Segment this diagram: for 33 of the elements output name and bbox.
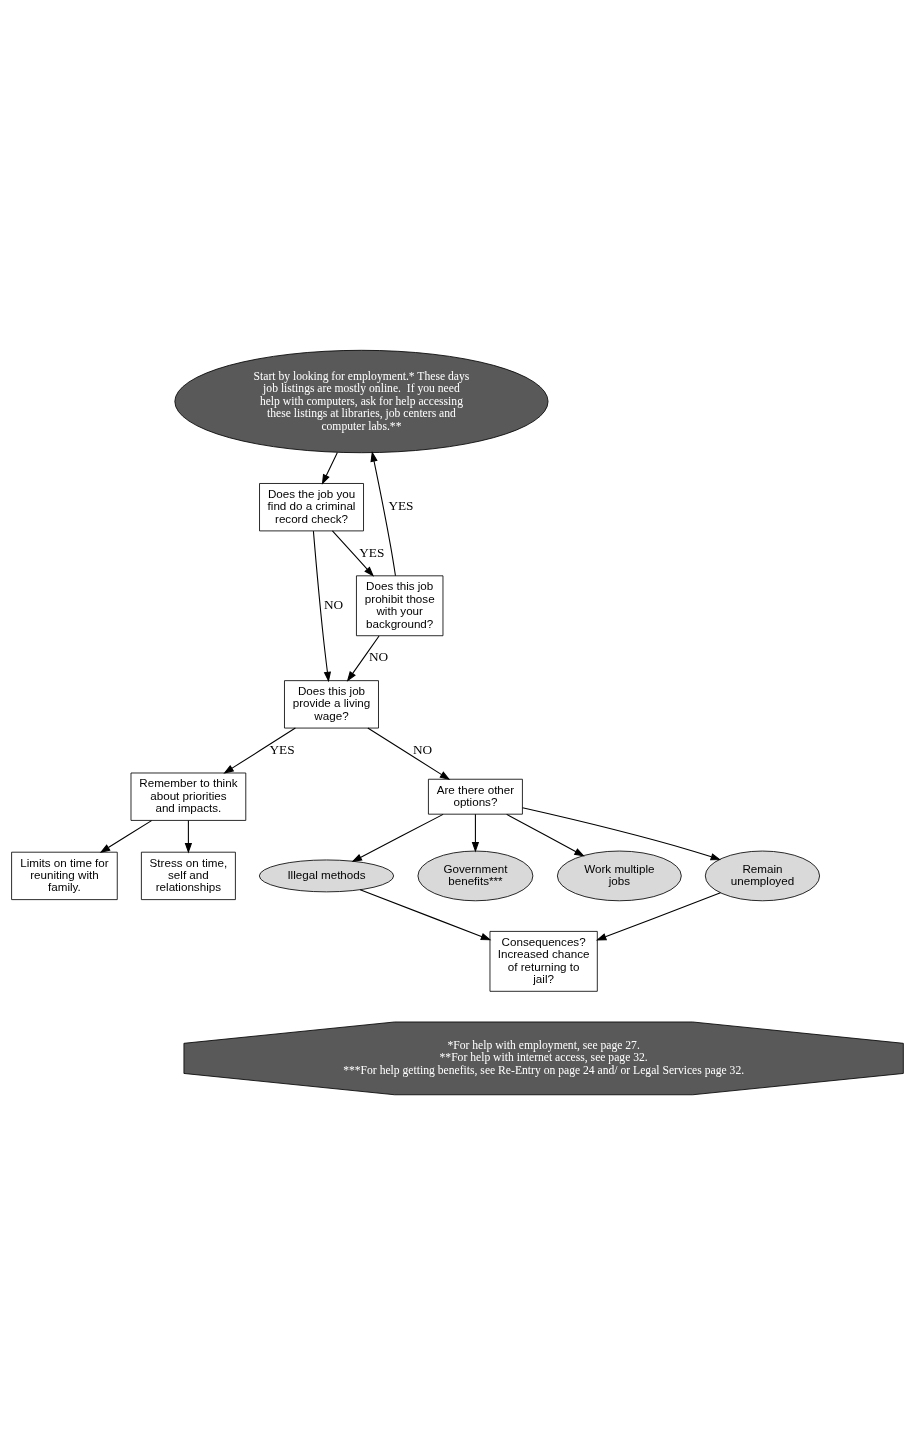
node-box: Consequences? Increased chance of returning to jail?	[489, 930, 598, 992]
arrow	[522, 806, 722, 860]
node-ellipse: Start by looking for employment.* These days job listings are mostly online. If you need help with computers, ask for help accessing these listings at libraries, job centers and computer labs.**	[174, 349, 549, 453]
node-ellipse: Work multiple jobs	[556, 850, 682, 901]
arrow	[471, 813, 480, 853]
edge-label: YES	[269, 741, 295, 757]
edge-label: NO	[412, 741, 433, 757]
node-box: Does this job provide a living wage?	[284, 679, 379, 728]
arrow	[321, 451, 338, 485]
edge-label: NO	[323, 596, 344, 612]
node-ellipse: Government benefits***	[417, 850, 534, 901]
arrow	[370, 450, 396, 576]
node-box: Does the job you find do a criminal record check?	[259, 482, 364, 531]
edge-label: NO	[368, 648, 389, 664]
node-box: Are there other options?	[428, 778, 523, 815]
arrow	[223, 727, 296, 774]
arrow	[184, 819, 193, 854]
node-ellipse: Illegal methods	[258, 859, 395, 892]
arrow	[351, 813, 444, 862]
arrow	[346, 634, 380, 682]
arrow	[367, 727, 451, 780]
arrow	[359, 888, 492, 940]
node-box: Does this job prohibit those with your background?	[356, 574, 444, 636]
edge-label: YES	[388, 497, 414, 513]
node-box: Remember to think about priorities and impacts.	[130, 772, 247, 821]
node-box: Stress on time, self and relationships	[140, 851, 236, 900]
arrow	[595, 891, 722, 940]
arrow	[506, 813, 585, 856]
arrow	[99, 819, 153, 853]
edge-label: YES	[359, 544, 385, 560]
node-box: Limits on time for reuniting with family.	[11, 851, 118, 900]
arrow	[331, 529, 375, 577]
arrow	[312, 530, 332, 682]
